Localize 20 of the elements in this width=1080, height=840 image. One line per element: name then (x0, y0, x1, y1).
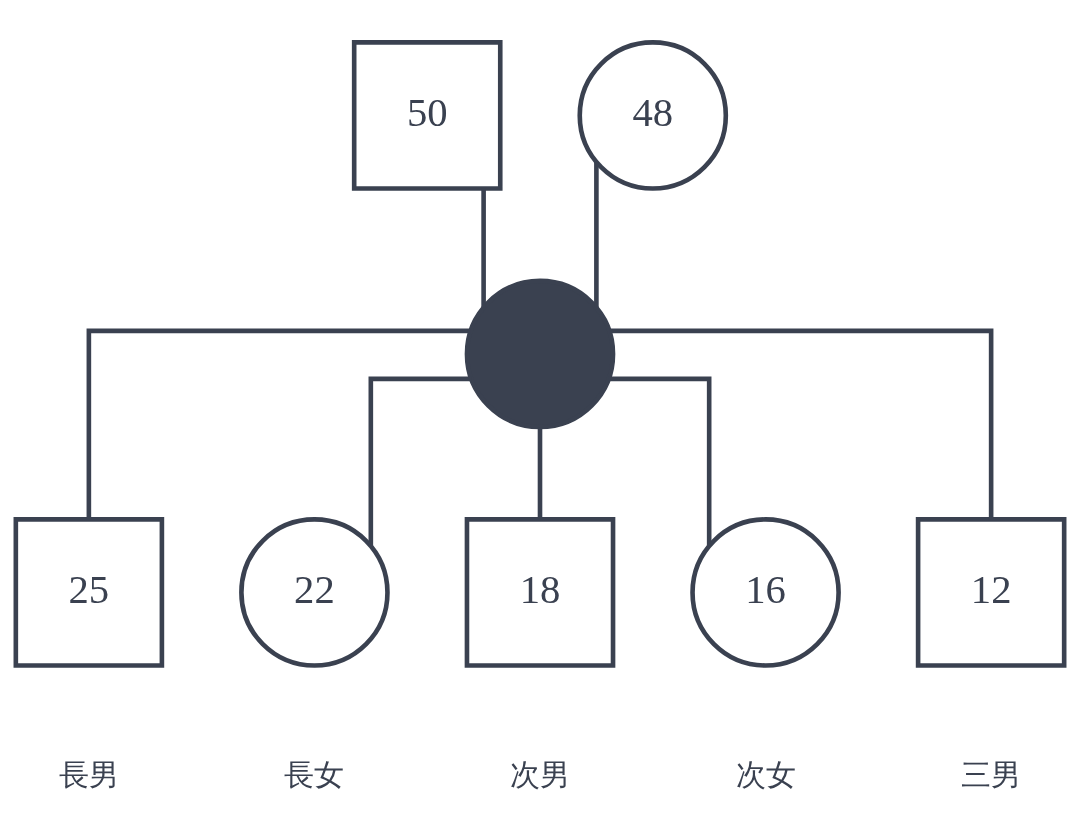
node-circle: 22 (239, 516, 390, 668)
connector (368, 376, 472, 546)
node-box: 25 (13, 516, 165, 668)
node-label: 次男 (510, 758, 570, 791)
connector (481, 188, 486, 307)
connector (594, 161, 599, 307)
node-label: 次女 (735, 758, 796, 791)
node-circle (464, 278, 616, 429)
node-box: 12 (915, 516, 1067, 668)
node-box: 50 (351, 39, 503, 191)
node-circle: 48 (577, 39, 729, 191)
connector (537, 426, 543, 519)
connector (608, 376, 712, 546)
connector (609, 328, 994, 519)
node-label: 三男 (961, 758, 1022, 791)
node-label: 長女 (284, 758, 345, 791)
node-box: 18 (464, 516, 616, 668)
node-circle: 16 (690, 516, 841, 668)
node-label: 長男 (58, 758, 119, 791)
connector (86, 328, 471, 519)
